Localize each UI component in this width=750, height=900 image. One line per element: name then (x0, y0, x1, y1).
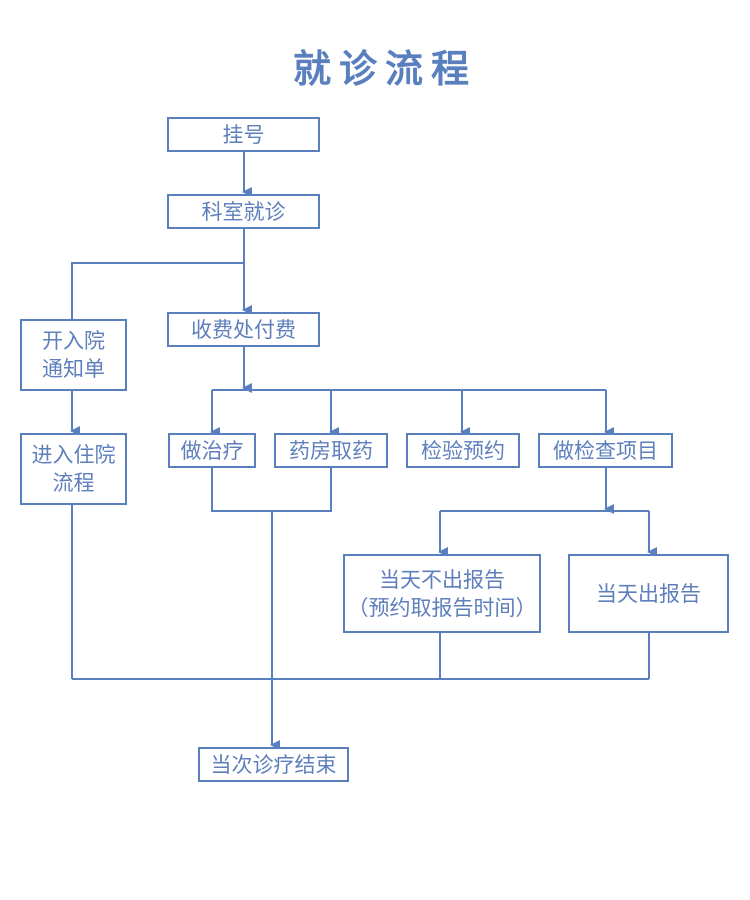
node-exam-items: 做检查项目 (538, 433, 673, 468)
node-payment: 收费处付费 (167, 312, 320, 347)
node-report-same-day-label: 当天出报告 (596, 581, 701, 606)
node-department-visit-label: 科室就诊 (201, 199, 286, 224)
line-treatment-pharmacy-merge (211, 467, 332, 512)
node-report-same-day: 当天出报告 (568, 554, 729, 633)
node-visit-end: 当次诊疗结束 (198, 747, 349, 782)
node-report-later-line2: （预约取报告时间） (347, 595, 537, 620)
node-report-later-line1: 当天不出报告 (379, 567, 505, 592)
line-visit-to-admission (71, 262, 244, 320)
node-pharmacy-label: 药房取药 (289, 438, 373, 463)
node-visit-end-label: 当次诊疗结束 (210, 752, 337, 777)
node-hospitalization: 进入住院 流程 (20, 433, 127, 505)
node-pharmacy: 药房取药 (274, 433, 388, 468)
node-register-label: 挂号 (222, 122, 265, 147)
node-test-appointment-label: 检验预约 (421, 438, 505, 463)
node-treatment: 做治疗 (168, 433, 256, 468)
node-treatment-label: 做治疗 (180, 438, 244, 463)
node-exam-items-label: 做检查项目 (553, 438, 658, 463)
node-hospitalization-line2: 流程 (52, 471, 95, 495)
node-payment-label: 收费处付费 (191, 317, 296, 342)
node-admission-notice-line2: 通知单 (42, 357, 105, 381)
node-department-visit: 科室就诊 (167, 194, 320, 229)
node-report-later: 当天不出报告 （预约取报告时间） (343, 554, 541, 633)
node-register: 挂号 (167, 117, 320, 152)
node-admission-notice-line1: 开入院 (42, 329, 105, 353)
node-admission-notice: 开入院 通知单 (20, 319, 127, 391)
node-test-appointment: 检验预约 (406, 433, 520, 468)
node-hospitalization-line1: 进入住院 (31, 443, 116, 467)
page-title: 就诊流程 (292, 47, 477, 91)
